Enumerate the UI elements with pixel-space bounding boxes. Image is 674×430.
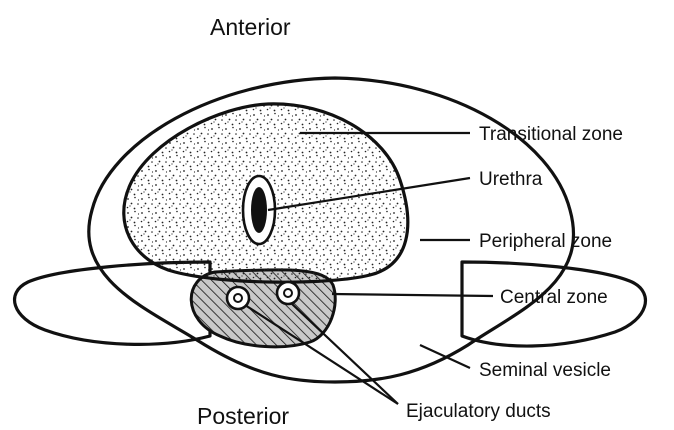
anterior-label: Anterior bbox=[210, 14, 291, 40]
leader-central-zone bbox=[332, 294, 493, 296]
posterior-label: Posterior bbox=[197, 403, 289, 429]
ejaculatory-duct-left-inner bbox=[234, 294, 242, 302]
transitional-zone-label: Transitional zone bbox=[479, 124, 623, 145]
leader-ejaculatory-duct-right bbox=[292, 304, 398, 404]
urethra-label: Urethra bbox=[479, 169, 543, 190]
peripheral-zone-label: Peripheral zone bbox=[479, 231, 612, 252]
seminal-vesicle-label: Seminal vesicle bbox=[479, 360, 611, 381]
ejaculatory-duct-right-inner bbox=[284, 289, 292, 297]
ejaculatory-ducts-label: Ejaculatory ducts bbox=[406, 401, 551, 422]
urethra-lumen bbox=[251, 187, 267, 233]
central-zone-label: Central zone bbox=[500, 287, 608, 308]
